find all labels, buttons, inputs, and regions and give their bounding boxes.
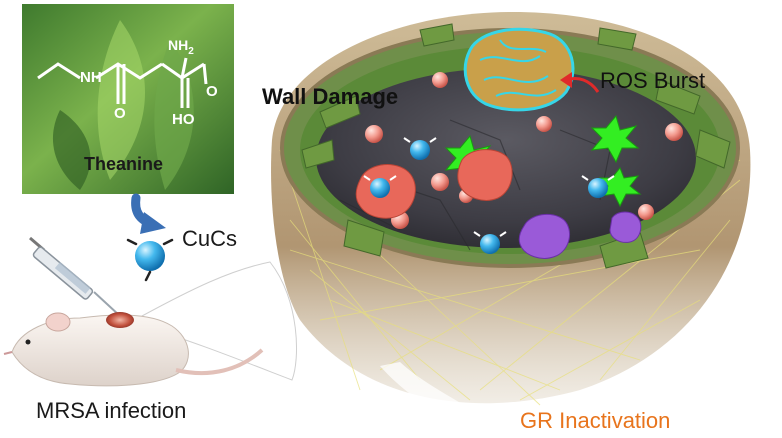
- mouse-icon: [3, 312, 264, 387]
- theanine-label: Theanine: [84, 154, 163, 174]
- synthesis-arrow: [131, 193, 166, 234]
- gr-inactivation-label: GR Inactivation: [520, 408, 670, 433]
- wall-damage-label: Wall Damage: [262, 84, 398, 109]
- mrsa-infection-label: MRSA infection: [36, 398, 186, 423]
- wall-fragments: [301, 23, 731, 269]
- zoom-lens: [380, 362, 510, 436]
- tea-leaf-shape: [52, 110, 91, 190]
- cucs-label: CuCs: [182, 226, 237, 251]
- zoom-lens: [141, 261, 298, 381]
- theanine-structure: [37, 57, 208, 108]
- amine-label: NH: [80, 69, 102, 86]
- syringe-icon: [29, 236, 121, 317]
- cucs-cluster-icon: [363, 137, 615, 254]
- protein-icon: [518, 211, 642, 259]
- infection-wound: [106, 312, 134, 328]
- cucs-cluster-icon: [126, 238, 174, 282]
- carbonyl-oxygen-label: O: [206, 83, 218, 100]
- carbonyl-oxygen-label: O: [114, 105, 126, 122]
- ros-attack-arrow: [560, 72, 600, 93]
- theanine-panel: NH NH2 O O HO Theanine: [22, 4, 234, 194]
- pink-particles: [365, 72, 683, 229]
- tea-leaf-shape: [97, 20, 145, 180]
- nh2-label: NH2: [168, 37, 194, 57]
- ros-burst-label: ROS Burst: [600, 68, 705, 93]
- gr-enzyme-icon: [463, 27, 575, 112]
- hydroxyl-label: HO: [172, 111, 195, 128]
